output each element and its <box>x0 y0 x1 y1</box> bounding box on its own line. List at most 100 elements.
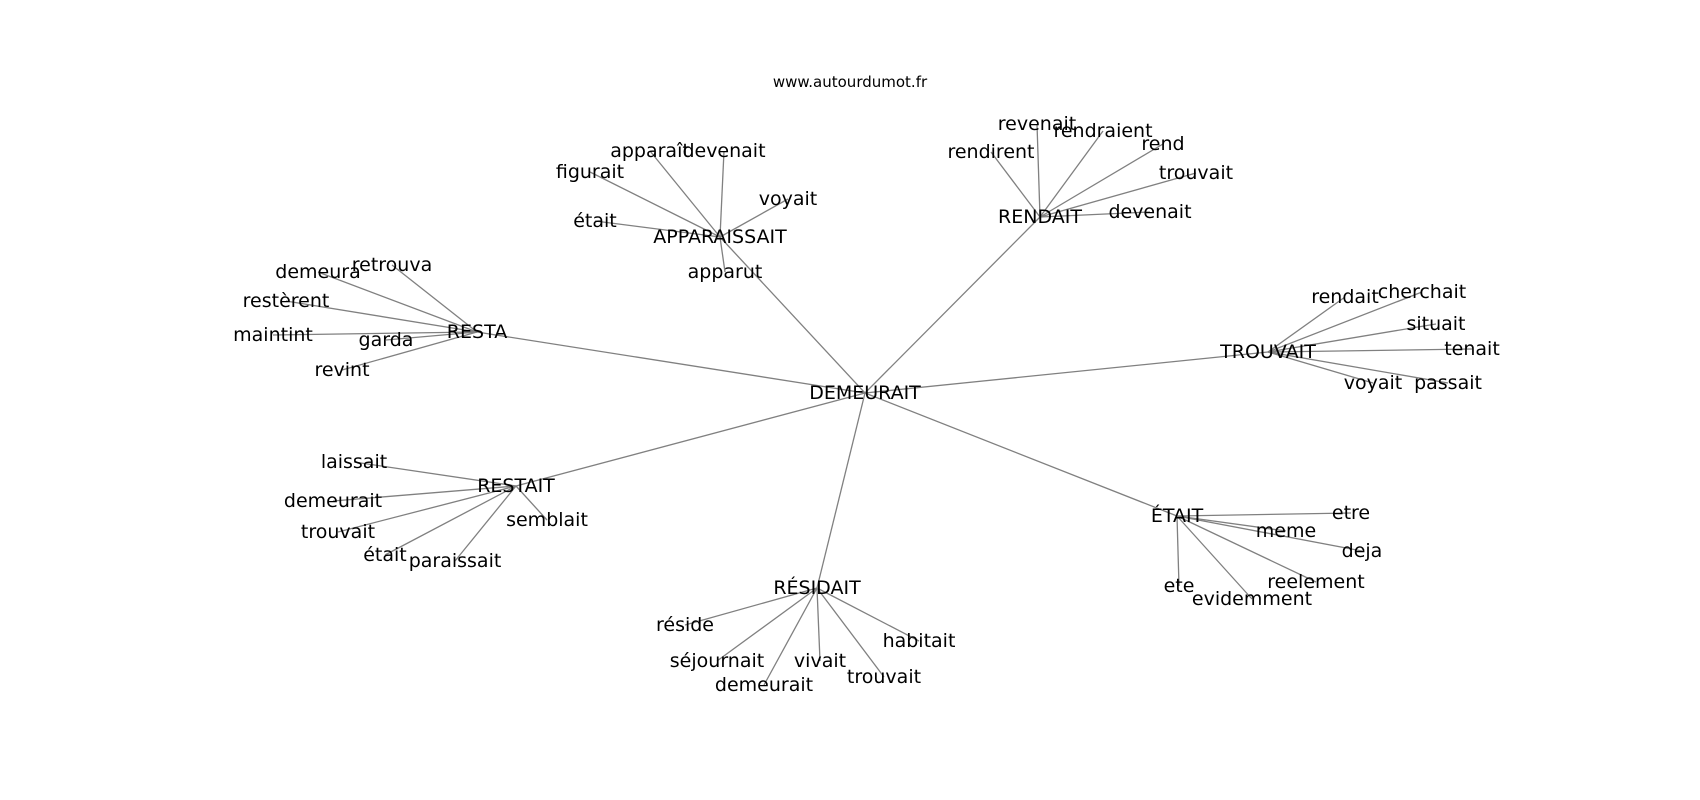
edge-hub-leaf <box>1036 123 1041 218</box>
edge-hub-leaf <box>719 236 726 273</box>
edge-hub-leaf <box>1176 515 1180 587</box>
leaf-node: paraissait <box>409 550 502 572</box>
edge-hub-leaf <box>816 587 821 662</box>
leaf-node: apparaît <box>610 140 690 162</box>
edge-hub-leaf <box>1039 130 1104 218</box>
hub-node: ÉTAIT <box>1151 504 1204 527</box>
leaf-node: rendait <box>1311 286 1379 308</box>
leaf-node: garda <box>359 329 414 351</box>
leaf-node: etre <box>1332 502 1370 524</box>
leaf-node: devenait <box>682 140 765 162</box>
leaf-node: était <box>573 210 617 232</box>
graph-edges <box>272 123 1473 686</box>
edge-hub-leaf <box>763 587 818 686</box>
leaf-node: rendirent <box>947 141 1034 163</box>
edge-hub-leaf <box>515 485 548 521</box>
leaf-node: passait <box>1414 372 1482 394</box>
site-watermark: www.autourdumot.fr <box>773 73 928 91</box>
edge-hub-leaf <box>589 171 721 238</box>
edge-center-hub <box>515 392 866 487</box>
edge-hub-leaf <box>1176 515 1253 600</box>
leaf-node: rend <box>1141 133 1184 155</box>
edge-hub-leaf <box>1267 296 1346 353</box>
leaf-node: voyait <box>759 188 817 210</box>
leaf-node: laissait <box>321 451 387 473</box>
leaf-node: vivait <box>794 650 846 672</box>
leaf-node: evidemment <box>1192 588 1312 610</box>
leaf-node: habitait <box>883 630 956 652</box>
edge-hub-leaf <box>816 587 920 642</box>
leaf-node: restèrent <box>243 290 330 312</box>
leaf-node: trouvait <box>1159 162 1233 184</box>
edge-center-hub <box>864 216 1041 394</box>
edge-hub-leaf <box>391 264 478 333</box>
edge-hub-leaf <box>1039 211 1151 218</box>
edge-hub-leaf <box>385 331 478 341</box>
center-node: DEMEURAIT <box>809 382 921 404</box>
leaf-node: ete <box>1164 575 1195 597</box>
edge-hub-leaf <box>1176 515 1363 552</box>
leaf-node: meme <box>1256 520 1316 542</box>
leaf-node: semblait <box>506 509 588 531</box>
leaf-node: séjournait <box>670 650 764 672</box>
hub-node: RENDAIT <box>998 206 1082 228</box>
hub-node: RÉSIDAIT <box>773 576 861 599</box>
edge-hub-leaf <box>454 485 517 562</box>
leaf-node: maintint <box>233 324 313 346</box>
hub-node: RESTA <box>447 321 507 343</box>
edge-hub-leaf <box>1267 348 1473 353</box>
leaf-node: reelement <box>1267 571 1364 593</box>
edge-hub-leaf <box>816 587 885 678</box>
edge-hub-leaf <box>353 461 517 487</box>
edge-hub-leaf <box>649 150 721 238</box>
edge-hub-leaf <box>1176 512 1352 517</box>
edge-center-hub <box>816 392 866 589</box>
edge-hub-leaf <box>719 150 725 238</box>
edge-hub-leaf <box>1176 515 1287 532</box>
hub-node: RESTAIT <box>477 475 555 497</box>
hub-node: APPARAISSAIT <box>653 226 787 248</box>
leaf-node: trouvait <box>847 666 921 688</box>
graph-labels: www.autourdumot.fr DEMEURAIT APPARAISSAIT… <box>233 73 1500 696</box>
edge-hub-leaf <box>684 587 818 626</box>
edge-hub-leaf <box>719 198 789 238</box>
edge-hub-leaf <box>1267 323 1437 353</box>
leaf-node: apparut <box>688 261 763 283</box>
edge-hub-leaf <box>1267 351 1449 384</box>
edge-hub-leaf <box>317 271 478 333</box>
edge-hub-leaf <box>716 587 818 662</box>
leaf-node: tenait <box>1444 338 1500 360</box>
leaf-node: trouvait <box>301 521 375 543</box>
edge-hub-leaf <box>341 331 478 371</box>
leaf-node: demeura <box>275 261 360 283</box>
leaf-node: réside <box>656 614 714 636</box>
edge-center-hub <box>476 331 866 394</box>
edge-center-hub <box>864 351 1269 394</box>
edge-center-hub <box>719 236 866 394</box>
edge-hub-leaf <box>1039 143 1164 218</box>
edge-hub-leaf <box>1267 351 1374 384</box>
leaf-node: revint <box>314 359 369 381</box>
leaf-node: revenait <box>998 113 1076 135</box>
leaf-node: demeurait <box>284 490 382 512</box>
edge-hub-leaf <box>1267 291 1423 353</box>
leaf-node: voyait <box>1344 372 1402 394</box>
leaf-node: demeurait <box>715 674 813 696</box>
edge-hub-leaf <box>1176 515 1317 583</box>
edge-center-hub <box>864 392 1178 517</box>
edge-hub-leaf <box>594 220 721 238</box>
edge-hub-leaf <box>337 485 517 533</box>
leaf-node: rendraient <box>1053 120 1152 142</box>
leaf-node: retrouva <box>352 254 432 276</box>
edge-hub-leaf <box>1039 172 1197 218</box>
edge-hub-leaf <box>990 151 1041 218</box>
edge-hub-leaf <box>285 300 478 333</box>
leaf-node: était <box>363 544 407 566</box>
leaf-node: situait <box>1406 313 1465 335</box>
leaf-node: cherchait <box>1378 281 1466 303</box>
leaf-node: figurait <box>556 161 624 183</box>
leaf-node: devenait <box>1108 201 1191 223</box>
edge-hub-leaf <box>332 485 517 502</box>
edge-hub-leaf <box>272 331 478 336</box>
